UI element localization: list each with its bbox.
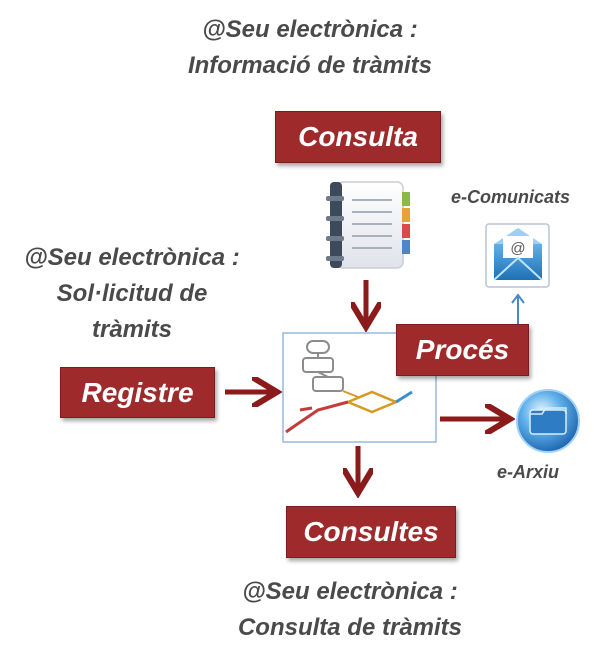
bottom-caption: @Seu electrònica : Consulta de tràmits xyxy=(200,574,500,646)
archive-folder-icon xyxy=(516,389,580,453)
top-caption: @Seu electrònica : Informació de tràmits xyxy=(160,12,460,84)
earxiu-label: e-Arxiu xyxy=(497,462,560,482)
proces-box: Procés xyxy=(396,324,529,376)
bottom-caption-line1: @Seu electrònica : xyxy=(242,578,458,605)
svg-text:@: @ xyxy=(510,240,525,257)
left-caption-line1: @Seu electrònica : xyxy=(24,244,240,271)
bottom-caption-line2: Consulta de tràmits xyxy=(237,614,463,641)
consulta-box: Consulta xyxy=(275,111,441,163)
email-envelope-icon: @ xyxy=(485,223,550,288)
consultes-box: Consultes xyxy=(286,506,456,558)
top-caption-line1: @Seu electrònica : xyxy=(202,16,418,43)
left-caption: @Seu electrònica : Sol·licitud de tràmit… xyxy=(4,240,260,348)
registre-box: Registre xyxy=(60,367,215,418)
arrow-process-to-ecomunicats xyxy=(511,293,525,325)
top-caption-line2: Informació de tràmits xyxy=(187,52,433,79)
ecomunicats-label: e-Comunicats xyxy=(451,187,571,207)
left-caption-line3: tràmits xyxy=(91,316,173,343)
address-book-icon xyxy=(326,181,410,269)
left-caption-line2: Sol·licitud de xyxy=(56,280,208,307)
